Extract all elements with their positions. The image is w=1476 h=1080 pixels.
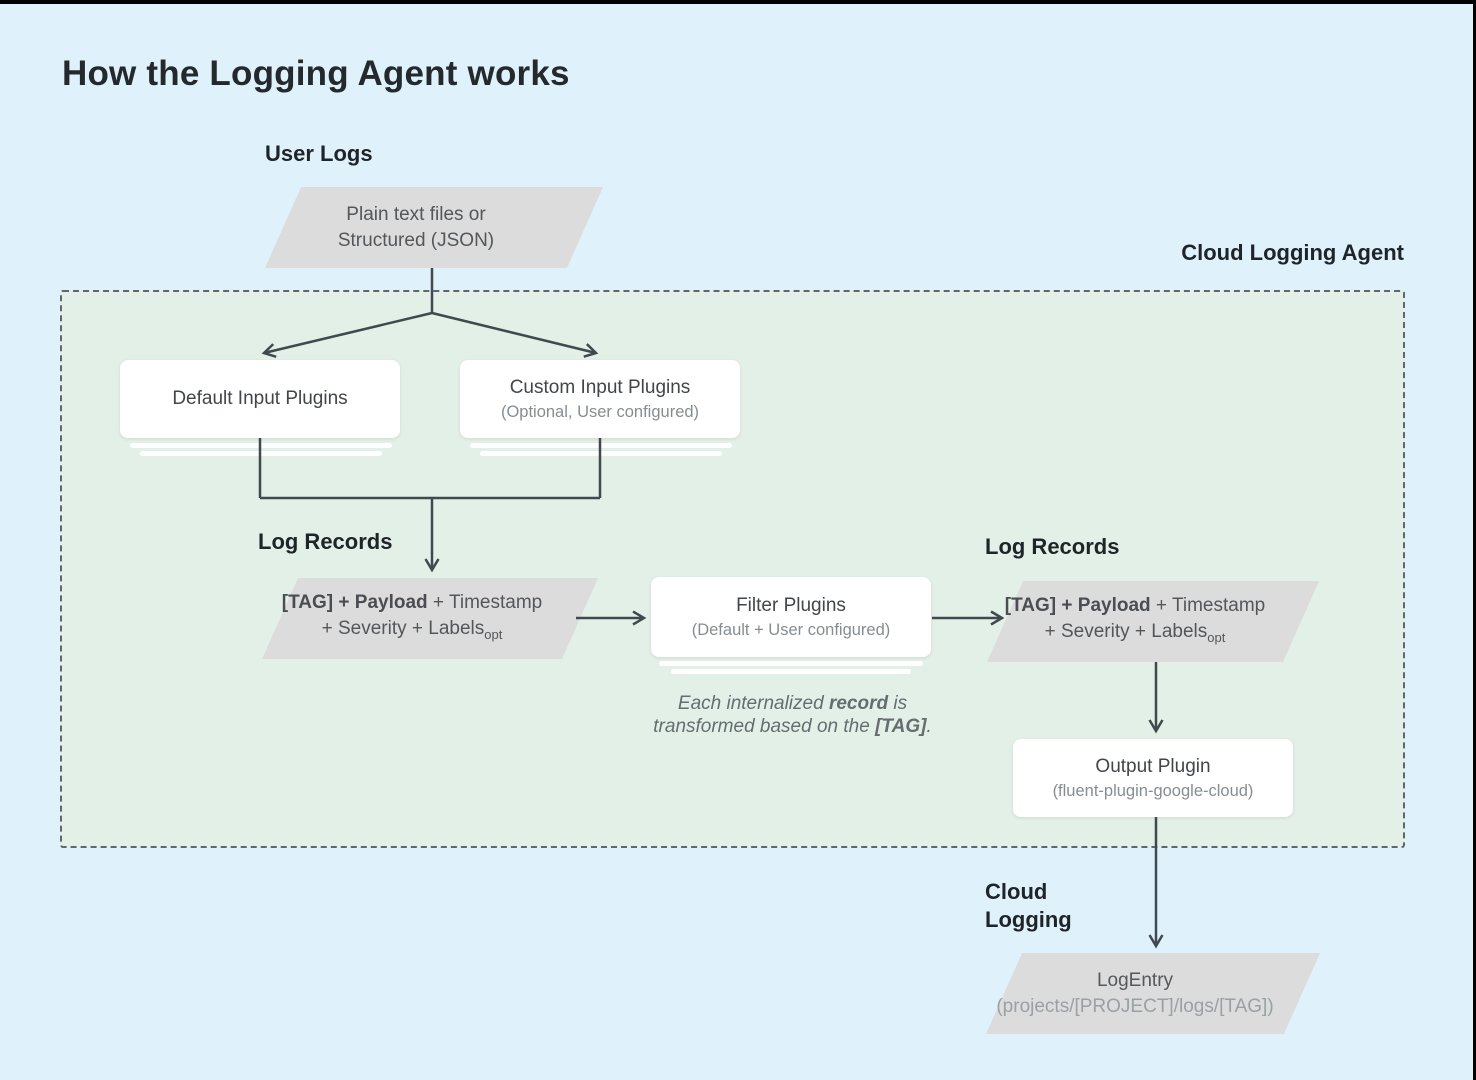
filter-stack-bar-1 [659,661,923,666]
cloud-logging-label-line2: Logging [985,907,1072,932]
log-entry-title: LogEntry [1096,969,1174,991]
default-input-plugins-title: Default Input Plugins [172,388,348,409]
filter-plugins-box: Filter Plugins (Default + User configure… [651,577,931,657]
page-title: How the Logging Agent works [62,54,570,93]
cloud-logging-label: Cloud Logging [985,878,1072,934]
log-record-left-shape: [TAG] + Payload + Timestamp + Severity +… [262,578,599,659]
log-entry-subtitle: (projects/[PROJECT]/logs/[TAG]) [996,995,1274,1017]
log-record-left-line2: + Severity + Labelsopt [321,617,503,642]
screen-edge-top [0,0,1476,4]
default-input-stack-bar-1 [130,443,392,448]
custom-input-stack-bar-2 [480,450,722,456]
user-logs-shape-line2: Structured (JSON) [337,229,495,251]
user-logs-label: User Logs [265,141,373,166]
log-record-left-line1: [TAG] + Payload + Timestamp [281,591,543,613]
default-input-plugins-box: Default Input Plugins [120,360,400,438]
output-plugin-subtitle: (fluent-plugin-google-cloud) [1052,782,1254,800]
custom-input-plugins-title: Custom Input Plugins [509,377,691,398]
log-entry-shape: LogEntry (projects/[PROJECT]/logs/[TAG]) [986,953,1321,1034]
filter-stack-bar-2 [671,668,911,674]
custom-input-plugins-box: Custom Input Plugins (Optional, User con… [460,360,740,438]
log-record-right-line2: + Severity + Labelsopt [1044,620,1226,645]
cloud-logging-agent-label: Cloud Logging Agent [1181,240,1404,265]
log-records-left-label: Log Records [258,529,393,554]
custom-input-stack-bar-1 [470,443,732,448]
cloud-logging-label-line1: Cloud [985,879,1048,904]
user-logs-shape-line1: Plain text files or [346,203,486,225]
default-input-stack-bar-2 [140,450,382,456]
filter-plugins-title: Filter Plugins [736,595,846,616]
log-record-right-shape: [TAG] + Payload + Timestamp + Severity +… [987,581,1320,662]
custom-input-plugins-subtitle: (Optional, User configured) [500,403,700,421]
screen-edge-right [1473,0,1476,1080]
log-records-right-label: Log Records [985,534,1120,559]
log-record-right-line1: [TAG] + Payload + Timestamp [1004,594,1266,616]
output-plugin-title: Output Plugin [1095,756,1211,777]
filter-plugins-subtitle: (Default + User configured) [691,621,891,639]
output-plugin-box: Output Plugin (fluent-plugin-google-clou… [1013,739,1293,817]
filter-note: Each internalized record is transformed … [653,693,932,737]
user-logs-shape: Plain text files or Structured (JSON) [265,187,604,268]
